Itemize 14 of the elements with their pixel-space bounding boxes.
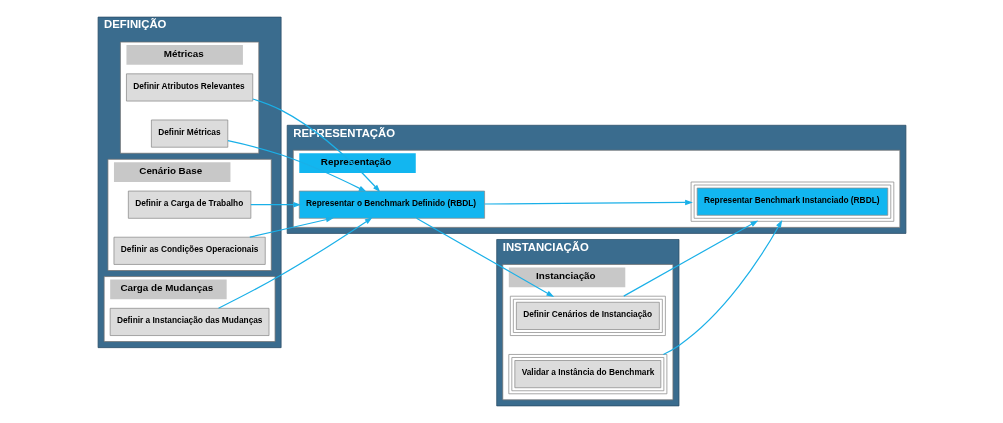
node-box: Definir a Carga de Trabalho: [127, 190, 251, 219]
node-box: Definir a Instanciação das Mudanças: [109, 307, 269, 336]
arrow: [249, 202, 301, 208]
node-box: Definir Atributos Relevantes: [125, 73, 253, 102]
node-box: Representar o Benchmark Definido (RBDL): [298, 190, 485, 219]
node-box: Definir as Condições Operacionais: [113, 236, 266, 265]
arrow: [226, 140, 366, 192]
arrow: [415, 217, 554, 298]
node-box: Definir Métricas: [150, 119, 228, 148]
arrow: [217, 217, 373, 309]
arrow: [662, 219, 782, 356]
arrow: [483, 199, 693, 206]
arrow: [251, 98, 380, 193]
arrow: [248, 217, 334, 238]
